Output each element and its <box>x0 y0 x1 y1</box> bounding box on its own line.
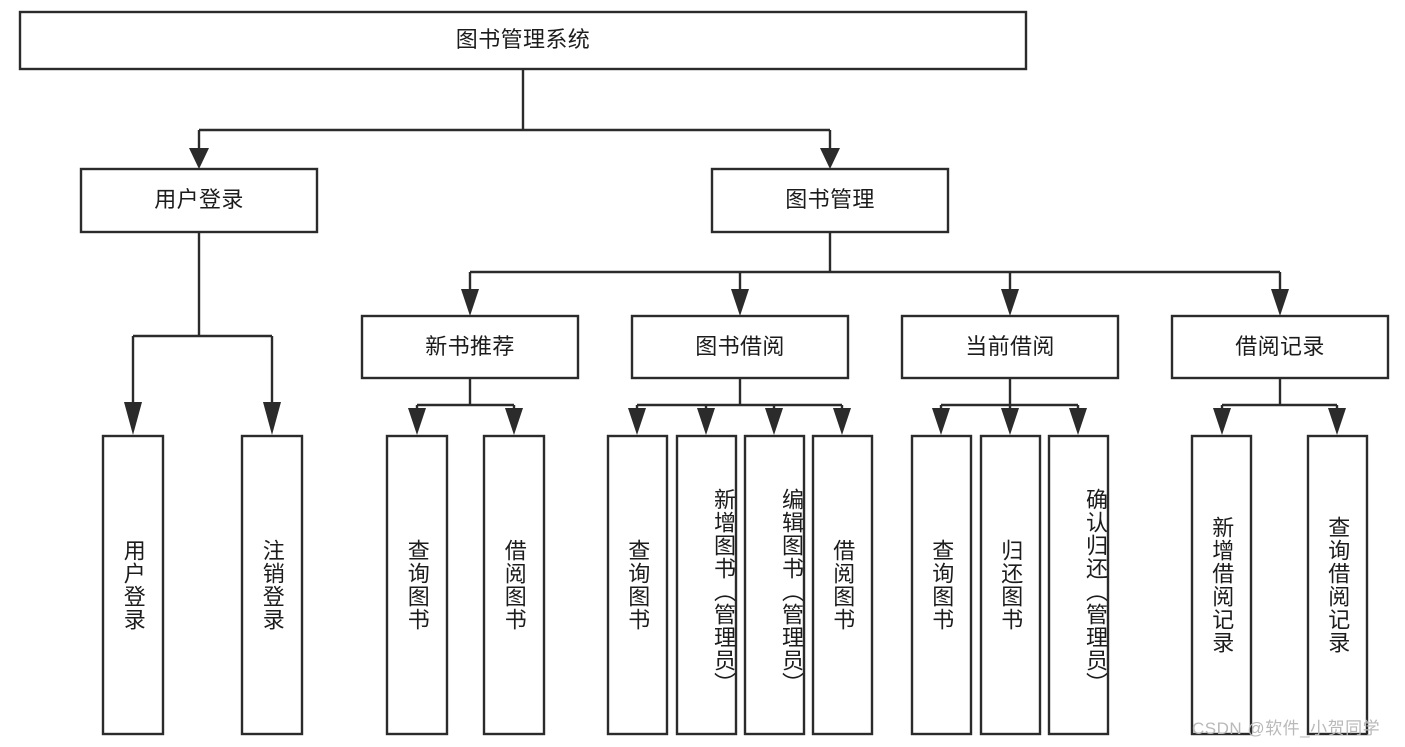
node-box-leaf-query-book-1[interactable] <box>385 434 449 736</box>
arrow-head-book-management <box>820 148 840 169</box>
node-box-leaf-borrow-book-1[interactable] <box>482 434 546 736</box>
node-box-borrow-record[interactable] <box>1170 314 1390 380</box>
arrow-head-leaf-query-book-1 <box>408 408 426 435</box>
arrow-head-leaf-return-book <box>1001 408 1019 435</box>
arrow-head-leaf-add-book <box>697 408 715 435</box>
arrow-head-leaf-add-record <box>1213 408 1231 435</box>
node-box-book-management[interactable] <box>710 167 950 234</box>
arrow-head-leaf-logout-login <box>263 402 281 435</box>
node-box-book-borrow[interactable] <box>630 314 850 380</box>
arrow-head-user-login <box>189 148 209 169</box>
node-box-leaf-logout-login[interactable] <box>240 434 304 736</box>
node-box-current-borrow[interactable] <box>900 314 1120 380</box>
node-box-leaf-query-book-3[interactable] <box>910 434 973 736</box>
node-box-leaf-borrow-book-2[interactable] <box>811 434 874 736</box>
arrow-head-book-borrow <box>731 289 749 316</box>
arrow-head-leaf-confirm-return <box>1069 408 1087 435</box>
arrow-head-leaf-query-book-3 <box>932 408 950 435</box>
node-box-user-login[interactable] <box>79 167 319 234</box>
arrow-head-leaf-edit-book <box>765 408 783 435</box>
node-box-leaf-query-record[interactable] <box>1306 434 1369 736</box>
node-box-leaf-confirm-return[interactable] <box>1047 434 1110 736</box>
arrow-head-leaf-query-book-2 <box>628 408 646 435</box>
arrow-head-leaf-borrow-book-2 <box>833 408 851 435</box>
node-box-leaf-user-login[interactable] <box>101 434 165 736</box>
arrow-head-new-book-recommend <box>461 289 479 316</box>
node-box-leaf-add-book[interactable] <box>675 434 738 736</box>
arrow-head-borrow-record <box>1271 289 1289 316</box>
node-box-leaf-add-record[interactable] <box>1190 434 1253 736</box>
node-box-new-book-recommend[interactable] <box>360 314 580 380</box>
arrow-head-leaf-borrow-book-1 <box>505 408 523 435</box>
node-box-leaf-edit-book[interactable] <box>743 434 806 736</box>
node-box-root[interactable] <box>18 10 1028 71</box>
arrow-head-leaf-user-login <box>124 402 142 435</box>
node-box-leaf-return-book[interactable] <box>979 434 1042 736</box>
node-box-leaf-query-book-2[interactable] <box>606 434 669 736</box>
edges-layer <box>124 69 1346 435</box>
arrow-head-current-borrow <box>1001 289 1019 316</box>
nodes-layer <box>18 10 1390 736</box>
arrow-head-leaf-query-record <box>1328 408 1346 435</box>
